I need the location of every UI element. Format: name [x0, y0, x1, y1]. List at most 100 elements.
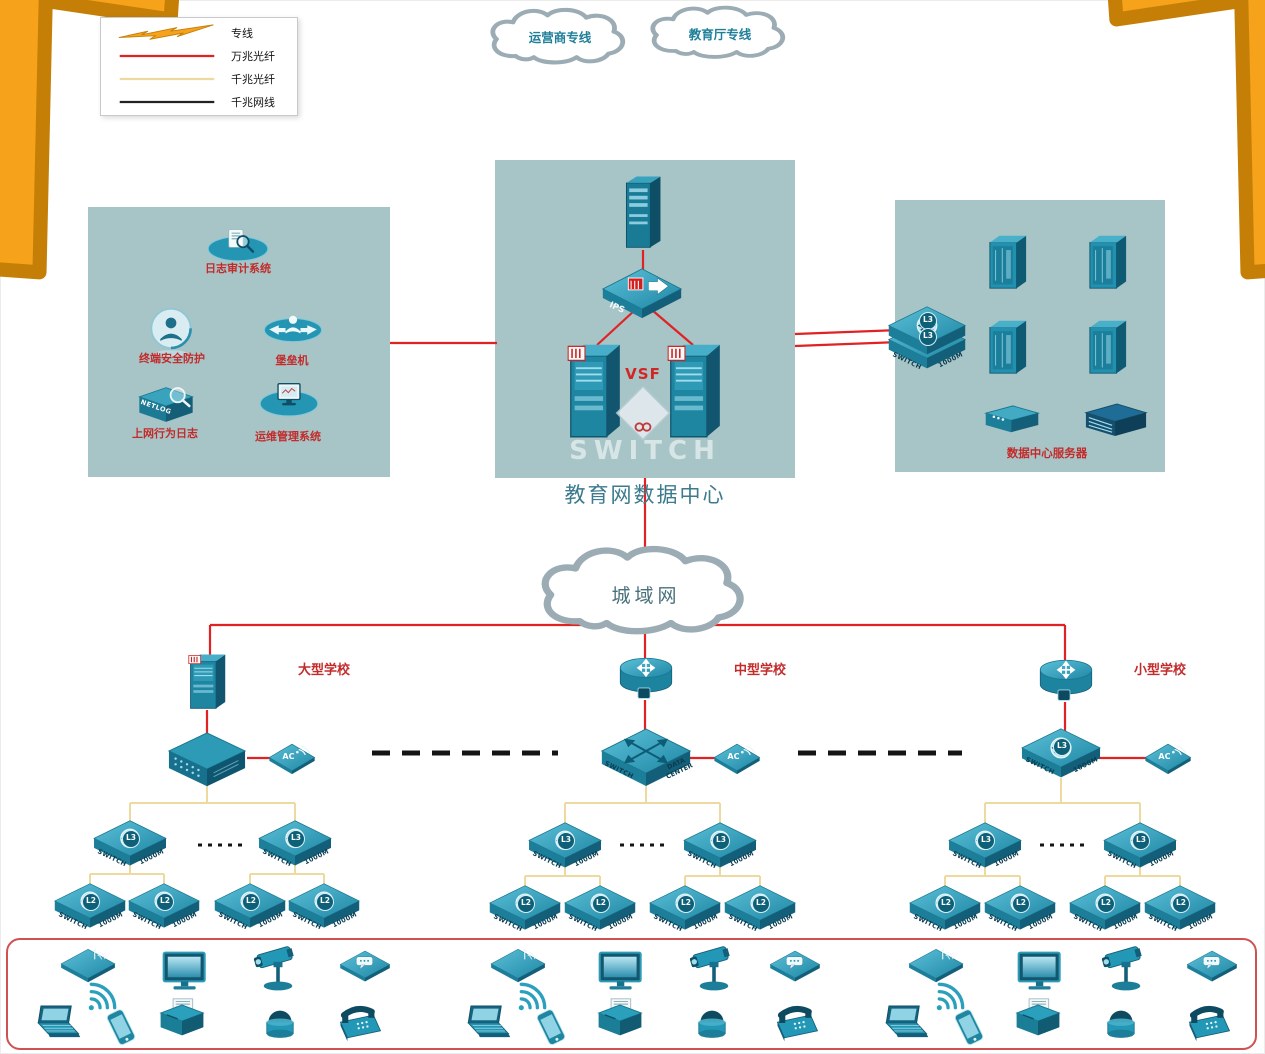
l2-switch: L2 SWITCH 1000M [214, 883, 286, 931]
l2-switch: L2 SWITCH 1000M [649, 885, 721, 933]
server-cabinet [986, 231, 1030, 292]
ptz-camera [252, 944, 304, 994]
l2-badge: L2 [937, 895, 955, 913]
dome-camera [260, 1004, 300, 1042]
l2-switch: L2 SWITCH 1000M [54, 883, 126, 931]
l2-switch: L2 SWITCH 1000M [909, 885, 981, 933]
l3-switch: L3 SWITCH 1000M [1103, 822, 1177, 870]
smartphone [954, 1007, 984, 1049]
l3-badge: L3 [1132, 832, 1150, 850]
large-school-core-switch [166, 731, 248, 790]
carrier-cloud-label: 运营商专线 [528, 30, 592, 45]
ac-label: AC [1158, 751, 1171, 761]
l3-switch: L3 SWITCH 1000M [258, 820, 332, 868]
small-school-core-switch: L3 SWITCH 1000M [1021, 728, 1101, 779]
l2-switch: L2 SWITCH 1000M [724, 885, 796, 933]
ethernet-links [198, 750, 1086, 847]
small-school-router [1037, 657, 1095, 702]
legend-label: 千兆网线 [231, 95, 275, 109]
vsf-diamond-icon [615, 385, 671, 441]
large-school-server [185, 650, 229, 712]
datacenter-title: 教育网数据中心 [564, 483, 726, 507]
l2-badge: L2 [1172, 895, 1190, 913]
server-cabinet [1086, 316, 1130, 377]
desktop-monitor [597, 951, 645, 992]
message-pad [339, 950, 391, 982]
smartphone [106, 1007, 136, 1049]
ac-label: AC [282, 751, 295, 761]
server-cabinet [1086, 231, 1130, 292]
vsf-label: VSF [625, 365, 661, 383]
ptz-camera [688, 944, 740, 994]
l3-switch: L3 SWITCH 1000M [93, 820, 167, 868]
storage-unit [983, 404, 1041, 435]
printer [1012, 997, 1064, 1038]
legend-row-1g-cable: 千兆网线 [111, 90, 297, 113]
laptop [32, 1004, 82, 1040]
log-audit-label: 日志审计系统 [205, 262, 271, 275]
dome-camera [1101, 1004, 1141, 1042]
l2-switch: L2 SWITCH 1000M [128, 883, 200, 931]
gig-fiber-links [89, 778, 1181, 900]
l3-badge: L3 [557, 832, 575, 850]
l3-badge: L3 [287, 830, 305, 848]
man-cloud-label: 城域网 [611, 585, 681, 607]
bastion-host-icon [262, 311, 324, 345]
l2-badge: L2 [1012, 895, 1030, 913]
server-zone-caption: 数据中心服务器 [1006, 446, 1088, 460]
l2-badge: L2 [242, 893, 260, 911]
education-cloud-label: 教育厅专线 [688, 27, 752, 42]
printer [156, 997, 208, 1038]
dome-camera [692, 1004, 732, 1042]
l3-badge: L3 [122, 830, 140, 848]
telephone [767, 1003, 821, 1043]
gig-fiber-line-icon [119, 77, 215, 80]
legend: 专线 万兆光纤 千兆光纤 千兆网线 [100, 17, 298, 116]
client-devices-zone [6, 938, 1257, 1050]
netlog-label: 上网行为日志 [132, 427, 198, 440]
ten-gig-fiber-links [205, 250, 1148, 760]
dedicated-line-icon [118, 23, 214, 40]
l3-badge: L3 [1053, 738, 1071, 756]
l2-badge: L2 [592, 895, 610, 913]
l2-switch: L2 SWITCH 1000M [489, 885, 561, 933]
rack-server [1083, 402, 1149, 439]
l3-badge: L3 [919, 328, 937, 346]
ops-mgmt-icon [258, 381, 320, 418]
bastion-host-label: 堡垒机 [275, 354, 309, 367]
l2-badge: L2 [82, 893, 100, 911]
terminal-security-label: 终端安全防护 [139, 352, 205, 365]
netlog-icon: NETLOG [136, 385, 196, 427]
datacenter-core-switch-stack: L3 L3 SWITCH 1000M [888, 306, 966, 371]
ops-mgmt-label: 运维管理系统 [255, 430, 321, 443]
l2-badge: L2 [316, 893, 334, 911]
message-pad [1186, 950, 1238, 982]
school-small-label: 小型学校 [1133, 663, 1186, 678]
desktop-monitor [161, 951, 209, 992]
smartphone [536, 1007, 566, 1049]
vsf-link: VSF [609, 365, 677, 441]
legend-row-1g-fiber: 千兆光纤 [111, 67, 297, 90]
l2-switch: L2 SWITCH 1000M [1069, 885, 1141, 933]
school-medium-label: 中型学校 [733, 663, 786, 678]
ips-device: IPS [601, 267, 683, 320]
medium-school-core-switch: SWITCH DATA CENTER [600, 727, 694, 788]
desktop-monitor [1016, 951, 1064, 992]
firewall-device [620, 170, 666, 251]
l2-badge: L2 [752, 895, 770, 913]
l2-badge: L2 [677, 895, 695, 913]
message-pad [769, 950, 821, 982]
l2-switch: L2 SWITCH 1000M [984, 885, 1056, 933]
school-large-label: 大型学校 [297, 663, 350, 678]
l2-badge: L2 [1097, 895, 1115, 913]
switch-watermark: SWITCH [569, 436, 721, 466]
ptz-camera [1100, 944, 1152, 994]
log-audit-icon [206, 226, 270, 263]
server-cabinet [986, 316, 1030, 377]
ac-controller: AC [268, 740, 316, 775]
laptop [880, 1004, 930, 1040]
l3-switch: L3 SWITCH 1000M [528, 822, 602, 870]
l2-badge: L2 [517, 895, 535, 913]
